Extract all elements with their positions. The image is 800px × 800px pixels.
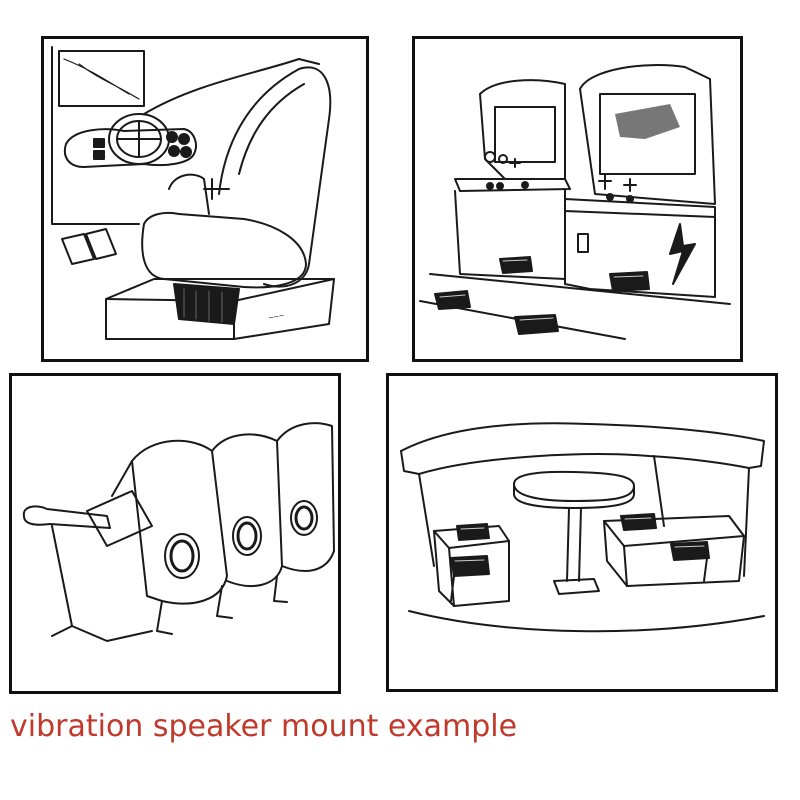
- seat-feet: [156, 575, 288, 635]
- vibration-speaker-icon: [670, 541, 710, 582]
- panel-theater-seats: [9, 373, 341, 694]
- vibration-speaker-icon: [232, 516, 262, 556]
- vibration-speaker-icon: [434, 290, 471, 310]
- booth-table: [513, 470, 635, 595]
- theater-seat-backs: [111, 422, 335, 605]
- panel-arcade-cabinets: [412, 36, 743, 362]
- theater-illustration: [22, 422, 335, 642]
- vibration-speaker-icon: [164, 533, 200, 579]
- panel-booth-seating: [386, 373, 778, 692]
- panel-racing-simulator: ~~~: [41, 36, 369, 362]
- booth-illustration: [400, 422, 765, 633]
- vibration-speaker-icon: [620, 513, 657, 531]
- booth-seat-right: [603, 515, 745, 587]
- arcade-cabinet-left: [454, 79, 571, 280]
- vibration-speaker-icon: [499, 256, 533, 274]
- booth-back: [400, 422, 765, 577]
- vibration-speaker-icon: [514, 314, 559, 335]
- vibration-speaker-icon: [450, 555, 490, 602]
- vibration-speaker-icon: [290, 500, 318, 536]
- steering-wheel-icon: [108, 113, 170, 165]
- seat-cushion: [86, 490, 153, 547]
- game-screen: [51, 46, 145, 225]
- caption-text: vibration speaker mount example: [10, 709, 518, 744]
- svg-text:~~~: ~~~: [268, 310, 285, 323]
- arcade-cabinet-right: [564, 64, 716, 298]
- cockpit-surround: [143, 58, 320, 115]
- vibration-speaker-icon: [609, 271, 650, 292]
- arcade-illustration: [419, 64, 731, 340]
- racing-seat: [141, 66, 332, 289]
- vibration-speaker-icon: [173, 283, 240, 325]
- dashboard: [64, 128, 197, 168]
- racing-seat-illustration: ~~~: [51, 46, 335, 340]
- vibration-speaker-icon: [456, 523, 490, 541]
- armrest: [22, 505, 153, 642]
- floor-line: [408, 610, 765, 633]
- pedals: [61, 228, 117, 265]
